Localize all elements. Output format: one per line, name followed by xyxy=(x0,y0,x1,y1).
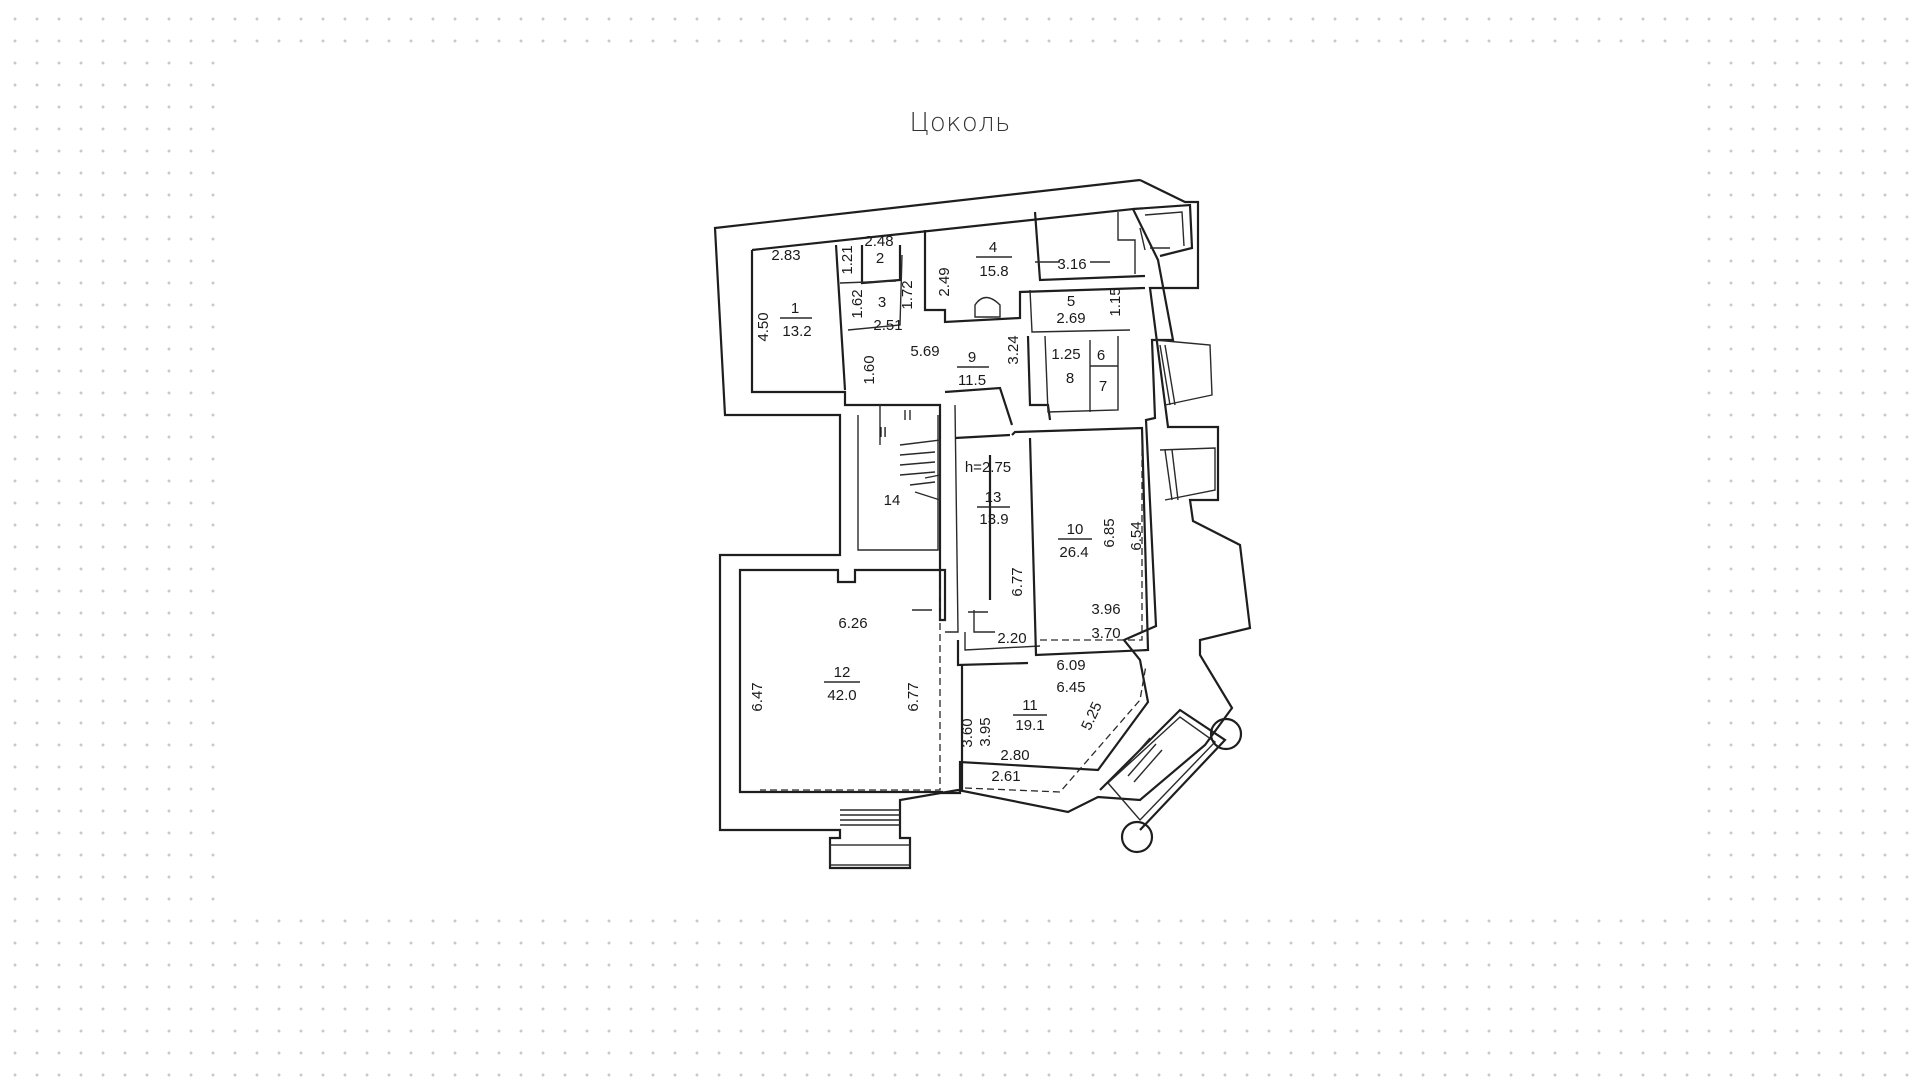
dim-r3-bottom: 2.51 xyxy=(873,317,902,334)
room-4-number: 4 xyxy=(989,239,997,256)
room-1-number: 1 xyxy=(791,300,799,317)
dim-r4-right: 3.16 xyxy=(1057,256,1086,273)
room-9-number: 9 xyxy=(968,349,976,366)
dim-r11-bottom-b: 2.61 xyxy=(991,768,1020,785)
dim-r11-top-b: 6.45 xyxy=(1056,679,1085,696)
room-13-number: 13 xyxy=(985,489,1002,506)
dim-r1-top: 2.83 xyxy=(771,247,800,264)
dim-r10-side-a: 6.85 xyxy=(1101,518,1118,547)
dashed-lines xyxy=(760,445,1147,793)
dim-r3-right: 1.72 xyxy=(899,280,916,309)
staircase xyxy=(899,410,941,501)
dim-r2-side: 1.21 xyxy=(839,245,856,274)
dim-r12-right: 6.77 xyxy=(905,682,922,711)
dim-r11-bottom-a: 2.80 xyxy=(1000,747,1029,764)
dim-r2-top: 2.48 xyxy=(864,233,893,250)
dim-r10-side-b: 6.54 xyxy=(1128,521,1145,550)
room-4-area: 15.8 xyxy=(979,263,1008,280)
floor-title: Цоколь xyxy=(909,108,1011,138)
dim-r10-bottom-a: 3.96 xyxy=(1091,601,1120,618)
dim-r5-side: 1.15 xyxy=(1107,287,1124,316)
room-5-number: 5 xyxy=(1067,293,1075,310)
interior-walls xyxy=(834,211,1150,790)
dim-r9-right: 3.24 xyxy=(1005,335,1022,364)
room-3-number: 3 xyxy=(878,294,886,311)
room-5-area: 2.69 xyxy=(1056,310,1085,327)
dim-r9-top: 5.69 xyxy=(910,343,939,360)
room-10-area: 26.4 xyxy=(1059,544,1088,561)
room-8-number: 8 xyxy=(1066,370,1074,387)
dim-r4-side: 2.49 xyxy=(936,267,953,296)
room-1-area: 13.2 xyxy=(782,323,811,340)
dim-r12-top: 6.26 xyxy=(838,615,867,632)
room-2-number: 2 xyxy=(876,250,884,267)
room-12-area: 42.0 xyxy=(827,687,856,704)
outer-wall xyxy=(713,178,1252,870)
dimension-labels: 2.83 4.50 2.48 1.21 1.62 1.72 2.51 2.49 … xyxy=(749,233,1145,785)
dim-r10-bottom-b: 3.70 xyxy=(1091,625,1120,642)
door-arrows xyxy=(912,247,1170,613)
dim-r11-side-b: 3.95 xyxy=(977,717,994,746)
room-14-number: 14 xyxy=(884,492,901,509)
room-13-area: 13.9 xyxy=(979,511,1008,528)
dim-corridor-side: 6.77 xyxy=(1009,567,1026,596)
dim-r9-left: 1.60 xyxy=(861,355,878,384)
window-annexes xyxy=(829,203,1243,866)
dim-r12-left: 6.47 xyxy=(749,682,766,711)
room-11-area: 19.1 xyxy=(1015,717,1044,734)
dim-r11-top-a: 6.09 xyxy=(1056,657,1085,674)
room-labels: 1 13.2 2 3 4 15.8 5 2.69 6 7 8 9 11.5 10… xyxy=(780,239,1107,734)
room-12-number: 12 xyxy=(834,664,851,681)
dim-r8-top: 1.25 xyxy=(1051,346,1080,363)
dim-r11-side-a: 3.60 xyxy=(959,718,976,747)
room-9-area: 11.5 xyxy=(958,372,986,389)
room-10-number: 10 xyxy=(1067,521,1084,538)
dim-r13-height: h=2.75 xyxy=(965,459,1011,476)
stair-label: II xyxy=(879,424,887,441)
room-11-number: 11 xyxy=(1022,697,1038,714)
dim-r11-diag: 5.25 xyxy=(1078,699,1106,733)
dim-corridor-bottom: 2.20 xyxy=(997,630,1026,647)
room-7-number: 7 xyxy=(1099,378,1107,395)
dim-r1-side: 4.50 xyxy=(755,312,772,341)
room-6-number: 6 xyxy=(1097,347,1105,364)
dim-r3-left: 1.62 xyxy=(849,289,866,318)
